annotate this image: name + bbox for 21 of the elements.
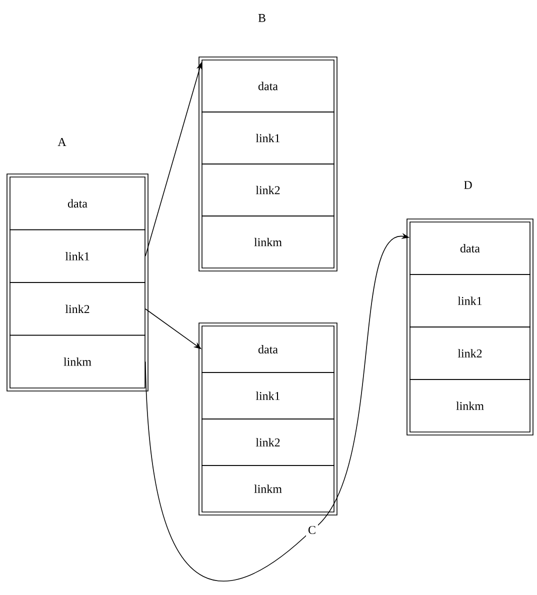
field-cell: link1 xyxy=(410,274,530,328)
field-cell: link1 xyxy=(202,372,334,420)
record-heading: D xyxy=(464,181,472,189)
field-cell: data xyxy=(202,326,334,373)
field-cell: linkm xyxy=(202,216,334,268)
record-heading: B xyxy=(258,14,266,22)
field-cell: link2 xyxy=(202,164,334,216)
field-cell: data xyxy=(10,176,146,230)
field-cell: data xyxy=(202,60,334,112)
field-cell: link2 xyxy=(410,326,530,380)
edge-label: C xyxy=(306,524,318,536)
field-cell: linkm xyxy=(202,465,334,512)
field-cell: link1 xyxy=(10,229,146,283)
field-cell: link2 xyxy=(10,282,146,336)
record-box xyxy=(198,322,338,516)
field-cell: link2 xyxy=(202,418,334,466)
field-cell: linkm xyxy=(410,379,530,432)
field-cell: linkm xyxy=(10,334,146,388)
field-cell: data xyxy=(410,222,530,275)
field-cell: link1 xyxy=(202,112,334,164)
record-heading: A xyxy=(58,138,66,146)
